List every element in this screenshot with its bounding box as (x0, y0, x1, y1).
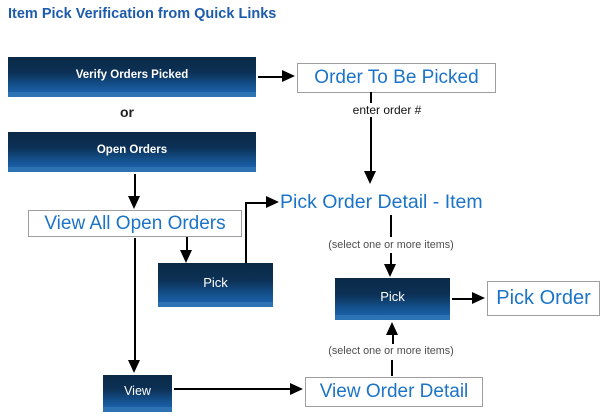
arrow-select-to-pick-line (390, 253, 392, 264)
verify-orders-picked-button[interactable]: Verify Orders Picked (8, 57, 256, 97)
arrow-open-to-viewall-line (134, 174, 136, 197)
page-title: Item Pick Verification from Quick Links (8, 6, 277, 22)
select-items-top-label: (select one or more items) (328, 239, 454, 251)
arrow-right-icon (282, 70, 295, 82)
arrow-view-to-detail-line (174, 388, 291, 390)
arrow-down-icon (364, 171, 376, 184)
arrow-verify-to-order-line (258, 76, 283, 78)
arrow-viewall-to-pick-line (186, 237, 188, 251)
connector-viewdetail-tick (391, 360, 393, 376)
arrow-enter-to-detail-line (370, 117, 372, 171)
arrow-down-icon (180, 250, 192, 263)
arrow-right-icon (290, 383, 303, 395)
arrow-down-icon (128, 196, 140, 209)
connector-order-tick (370, 92, 372, 103)
view-button[interactable]: View (103, 375, 172, 412)
pick-order-link[interactable]: Pick Order (487, 281, 600, 316)
view-all-open-orders-link[interactable]: View All Open Orders (28, 210, 242, 237)
view-order-detail-link[interactable]: View Order Detail (305, 377, 483, 407)
pick-order-detail-item-label: Pick Order Detail - Item (280, 191, 483, 213)
arrow-select-to-pick-up-line (392, 335, 394, 344)
arrow-up-icon (386, 322, 398, 335)
or-label: or (120, 104, 134, 120)
arrow-down-icon (384, 264, 396, 277)
enter-order-label: enter order # (352, 103, 422, 117)
arrow-viewall-to-view-line (134, 238, 136, 361)
pick-button-right[interactable]: Pick (335, 278, 450, 320)
elbow-pick-to-detail-vertical (245, 203, 247, 263)
elbow-pick-to-detail-horizontal (245, 202, 267, 204)
select-items-bottom-label: (select one or more items) (328, 345, 454, 357)
connector-detail-tick (390, 215, 392, 237)
arrow-pick-to-pickorder-line (452, 298, 473, 300)
arrow-right-icon (266, 196, 279, 208)
pick-button-left[interactable]: Pick (158, 263, 273, 307)
arrow-down-icon (128, 360, 140, 373)
order-to-be-picked-link[interactable]: Order To Be Picked (297, 63, 496, 93)
open-orders-button[interactable]: Open Orders (8, 132, 256, 172)
arrow-right-icon (472, 292, 485, 304)
